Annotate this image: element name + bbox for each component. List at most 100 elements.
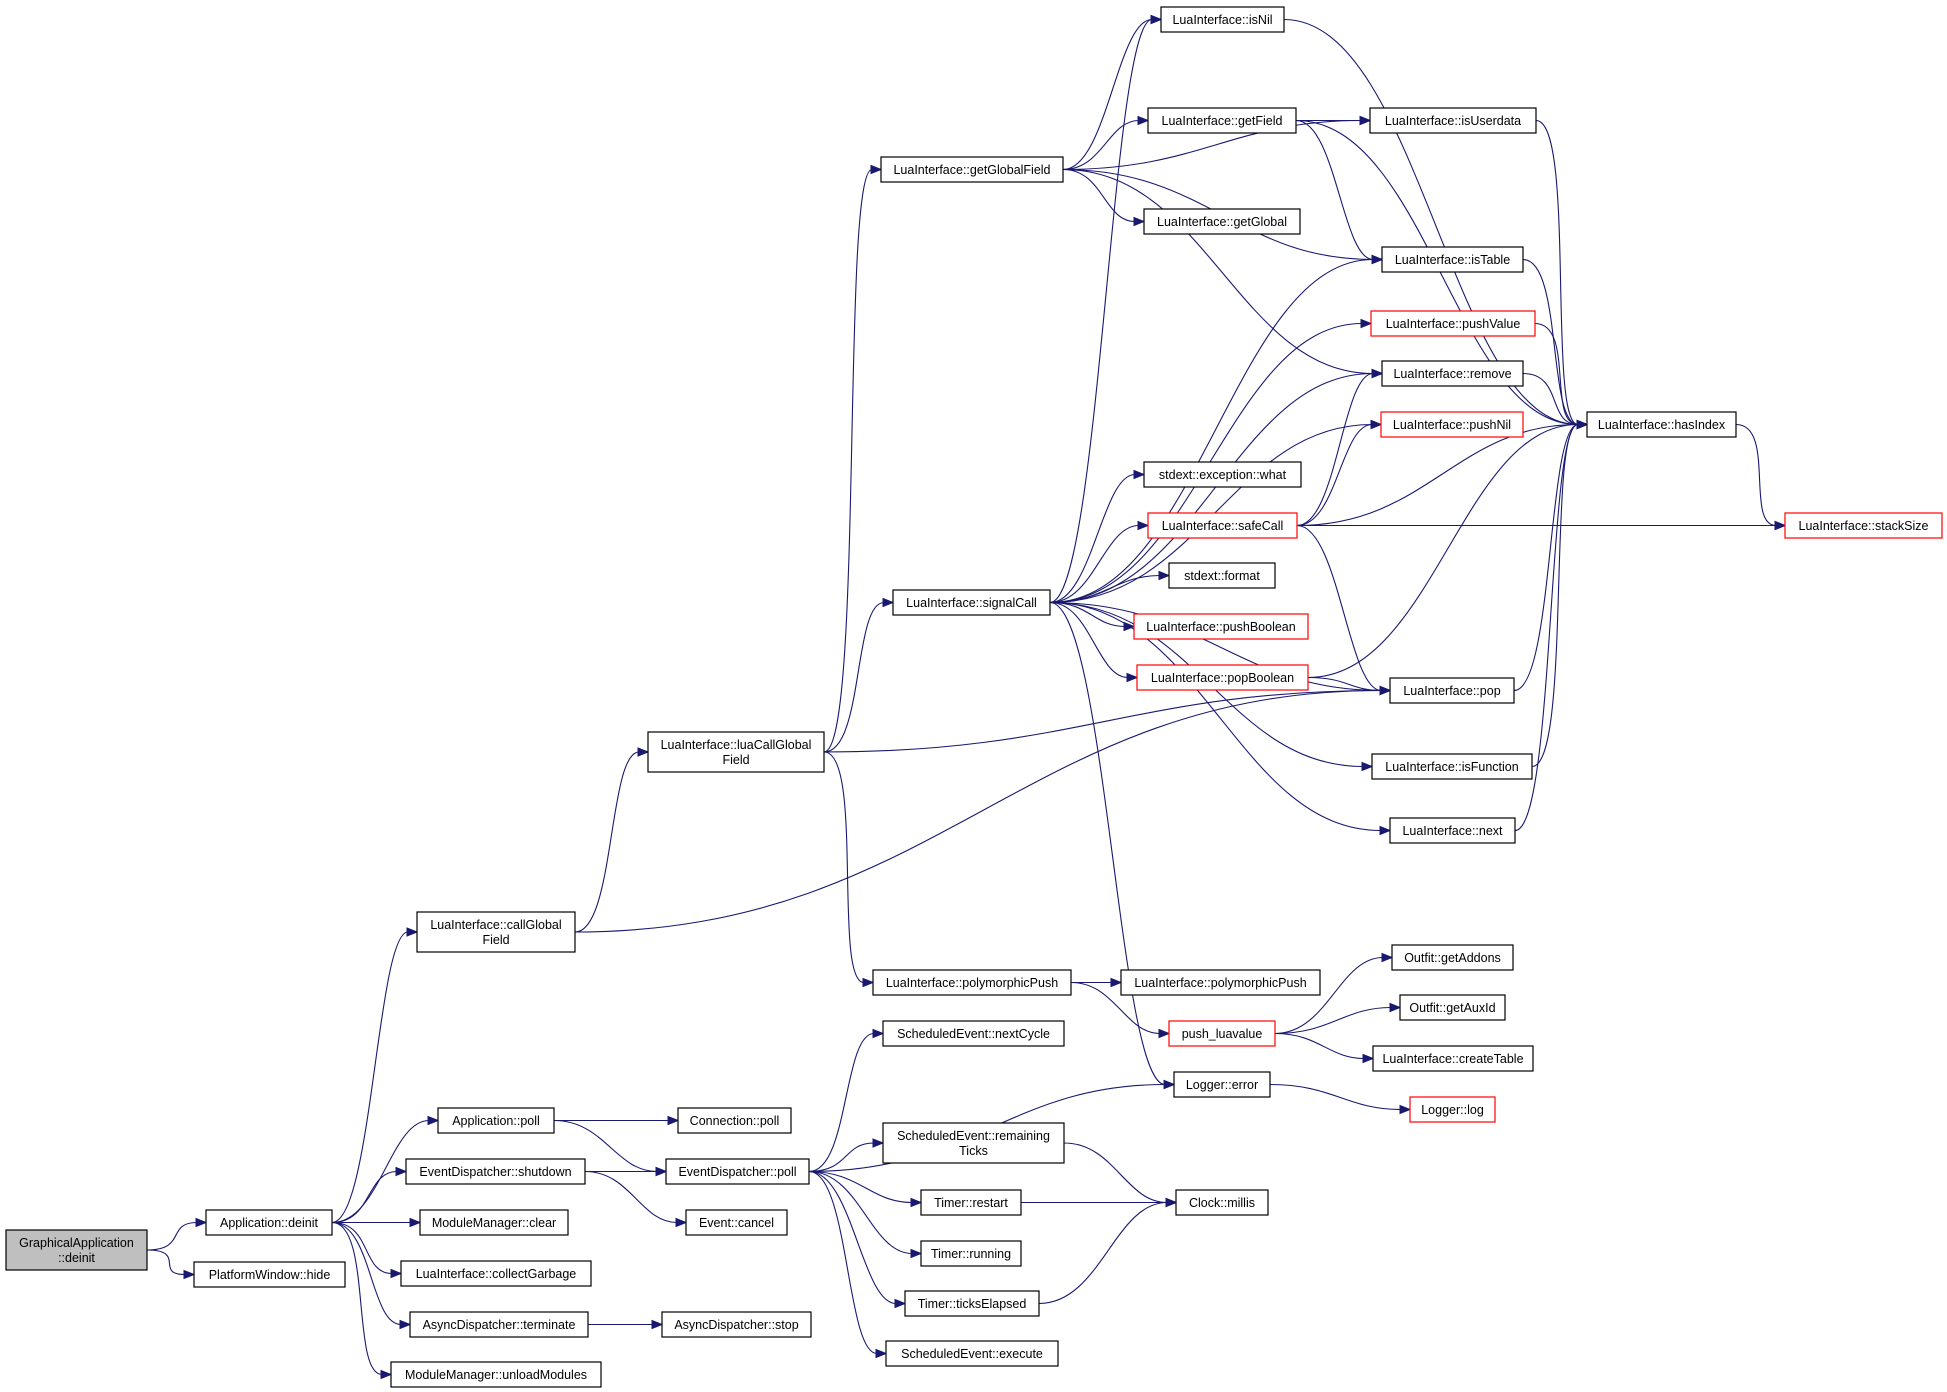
node-ev-cancel[interactable]: Event::cancel <box>685 1209 788 1236</box>
node-polypush1[interactable]: LuaInterface::polymorphicPush <box>872 969 1072 996</box>
edge-pop-to-hasindex <box>1513 419 1589 692</box>
edge-line <box>1049 574 1161 604</box>
edge-line <box>1062 168 1136 223</box>
node-getglobalfield[interactable]: LuaInterface::getGlobalField <box>880 156 1064 183</box>
node-se-next[interactable]: ScheduledEvent::nextCycle <box>882 1020 1065 1047</box>
node-push-lv[interactable]: push_luavalue <box>1168 1020 1276 1047</box>
edge-line <box>1062 18 1153 171</box>
node-getfield[interactable]: LuaInterface::getField <box>1147 107 1297 134</box>
edge-arrowhead <box>675 1217 688 1228</box>
node-collect[interactable]: LuaInterface::collectGarbage <box>400 1260 592 1287</box>
node-getaddons[interactable]: Outfit::getAddons <box>1391 944 1514 971</box>
edge-arrowhead <box>1137 115 1150 126</box>
node-remove[interactable]: LuaInterface::remove <box>1381 360 1524 387</box>
node-label: EventDispatcher::shutdown <box>419 1165 571 1179</box>
edge-line <box>331 931 409 1224</box>
edge-arrowhead <box>399 1319 412 1330</box>
node-box <box>882 1122 1065 1164</box>
node-getauxid[interactable]: Outfit::getAuxId <box>1399 994 1506 1021</box>
node-label: LuaInterface::getField <box>1162 114 1283 128</box>
edge-line <box>331 1170 398 1224</box>
node-log-err[interactable]: Logger::error <box>1173 1071 1271 1098</box>
node-what[interactable]: stdext::exception::what <box>1143 461 1302 488</box>
node-istable[interactable]: LuaInterface::isTable <box>1381 246 1524 273</box>
node-polypush2[interactable]: LuaInterface::polymorphicPush <box>1120 969 1321 996</box>
node-ed-shutdown[interactable]: EventDispatcher::shutdown <box>405 1158 586 1185</box>
node-box <box>1136 664 1309 691</box>
edge-safecall-to-pop <box>1296 524 1392 696</box>
node-t-restart[interactable]: Timer::restart <box>920 1189 1022 1216</box>
edge-signalcall-to-what <box>1049 469 1146 604</box>
node-next[interactable]: LuaInterface::next <box>1389 817 1516 844</box>
node-label: LuaInterface::isFunction <box>1385 760 1518 774</box>
node-label: LuaInterface::isTable <box>1395 253 1510 267</box>
node-pushnil[interactable]: LuaInterface::pushNil <box>1380 411 1524 438</box>
node-pushbool[interactable]: LuaInterface::pushBoolean <box>1133 613 1309 640</box>
node-conn-poll[interactable]: Connection::poll <box>677 1107 792 1134</box>
node-t-ticks[interactable]: Timer::ticksElapsed <box>904 1290 1040 1317</box>
edge-arrowhead <box>655 1166 668 1177</box>
node-pushvalue[interactable]: LuaInterface::pushValue <box>1370 310 1536 337</box>
node-label: ScheduledEvent::execute <box>901 1347 1043 1361</box>
node-box <box>920 1240 1022 1267</box>
edge-arrowhead <box>1137 520 1150 531</box>
edge-app_deinit-to-collect <box>331 1221 403 1279</box>
edge-polypush1-to-polypush2 <box>1070 977 1123 988</box>
node-createtable[interactable]: LuaInterface::createTable <box>1372 1045 1534 1072</box>
edge-push_lv-to-createtable <box>1274 1032 1375 1064</box>
node-stacksize[interactable]: LuaInterface::stackSize <box>1784 512 1943 539</box>
node-isuserdata[interactable]: LuaInterface::isUserdata <box>1369 107 1537 134</box>
node-app-poll[interactable]: Application::poll <box>437 1107 555 1134</box>
edge-safecall-to-pushnil <box>1296 419 1383 527</box>
node-isfunction[interactable]: LuaInterface::isFunction <box>1371 753 1533 780</box>
node-hasindex[interactable]: LuaInterface::hasIndex <box>1586 411 1737 438</box>
node-ad-term[interactable]: AsyncDispatcher::terminate <box>409 1311 589 1338</box>
edge-hasindex-to-stacksize <box>1735 423 1787 531</box>
node-box <box>685 1209 788 1236</box>
node-root[interactable]: GraphicalApplication::deinit <box>5 1229 148 1271</box>
edge-polypush1-to-push_lv <box>1070 981 1171 1039</box>
edge-app_deinit-to-callglobal <box>331 927 419 1224</box>
edge-signalcall-to-popbool <box>1049 601 1139 683</box>
node-box <box>1175 1189 1269 1216</box>
edge-arrowhead <box>862 977 875 988</box>
node-isnil[interactable]: LuaInterface::isNil <box>1160 6 1285 33</box>
edge-signalcall-to-next <box>1049 601 1392 836</box>
node-mm-unload[interactable]: ModuleManager::unloadModules <box>390 1361 602 1388</box>
node-box <box>1168 562 1276 589</box>
node-box <box>419 1209 569 1236</box>
edge-arrowhead <box>183 1269 196 1280</box>
node-ad-stop[interactable]: AsyncDispatcher::stop <box>661 1311 812 1338</box>
node-signalcall[interactable]: LuaInterface::signalCall <box>892 589 1051 616</box>
edge-push_lv-to-getauxid <box>1274 1002 1402 1035</box>
node-box <box>1391 944 1514 971</box>
edge-luacall-to-pop <box>823 685 1392 753</box>
edge-luacall-to-polypush1 <box>823 751 875 988</box>
node-box <box>409 1311 589 1338</box>
edge-getglobalfield-to-isnil <box>1062 14 1163 171</box>
node-ed-poll[interactable]: EventDispatcher::poll <box>665 1158 810 1185</box>
node-getglobal[interactable]: LuaInterface::getGlobal <box>1143 208 1301 235</box>
node-format[interactable]: stdext::format <box>1168 562 1276 589</box>
node-popbool[interactable]: LuaInterface::popBoolean <box>1136 664 1309 691</box>
node-app-deinit[interactable]: Application::deinit <box>205 1209 333 1236</box>
edge-getglobalfield-to-getglobal <box>1062 168 1146 227</box>
node-pop[interactable]: LuaInterface::pop <box>1389 677 1515 704</box>
node-t-running[interactable]: Timer::running <box>920 1240 1022 1267</box>
node-logger-log[interactable]: Logger::log <box>1409 1096 1496 1123</box>
node-pw-hide[interactable]: PlatformWindow::hide <box>193 1261 346 1288</box>
edge-app_poll-to-conn_poll <box>554 1115 680 1126</box>
node-se-exec[interactable]: ScheduledEvent::execute <box>885 1340 1059 1367</box>
node-mm-clear[interactable]: ModuleManager::clear <box>419 1209 569 1236</box>
node-clock[interactable]: Clock::millis <box>1175 1189 1269 1216</box>
edge-line <box>1274 1032 1365 1060</box>
node-safecall[interactable]: LuaInterface::safeCall <box>1147 512 1298 539</box>
node-box <box>400 1260 592 1287</box>
node-label: Timer::ticksElapsed <box>918 1297 1027 1311</box>
edge-ed_poll-to-se_exec <box>808 1170 888 1359</box>
edge-app_deinit-to-app_poll <box>331 1115 440 1224</box>
node-label: LuaInterface::pushValue <box>1386 317 1521 331</box>
